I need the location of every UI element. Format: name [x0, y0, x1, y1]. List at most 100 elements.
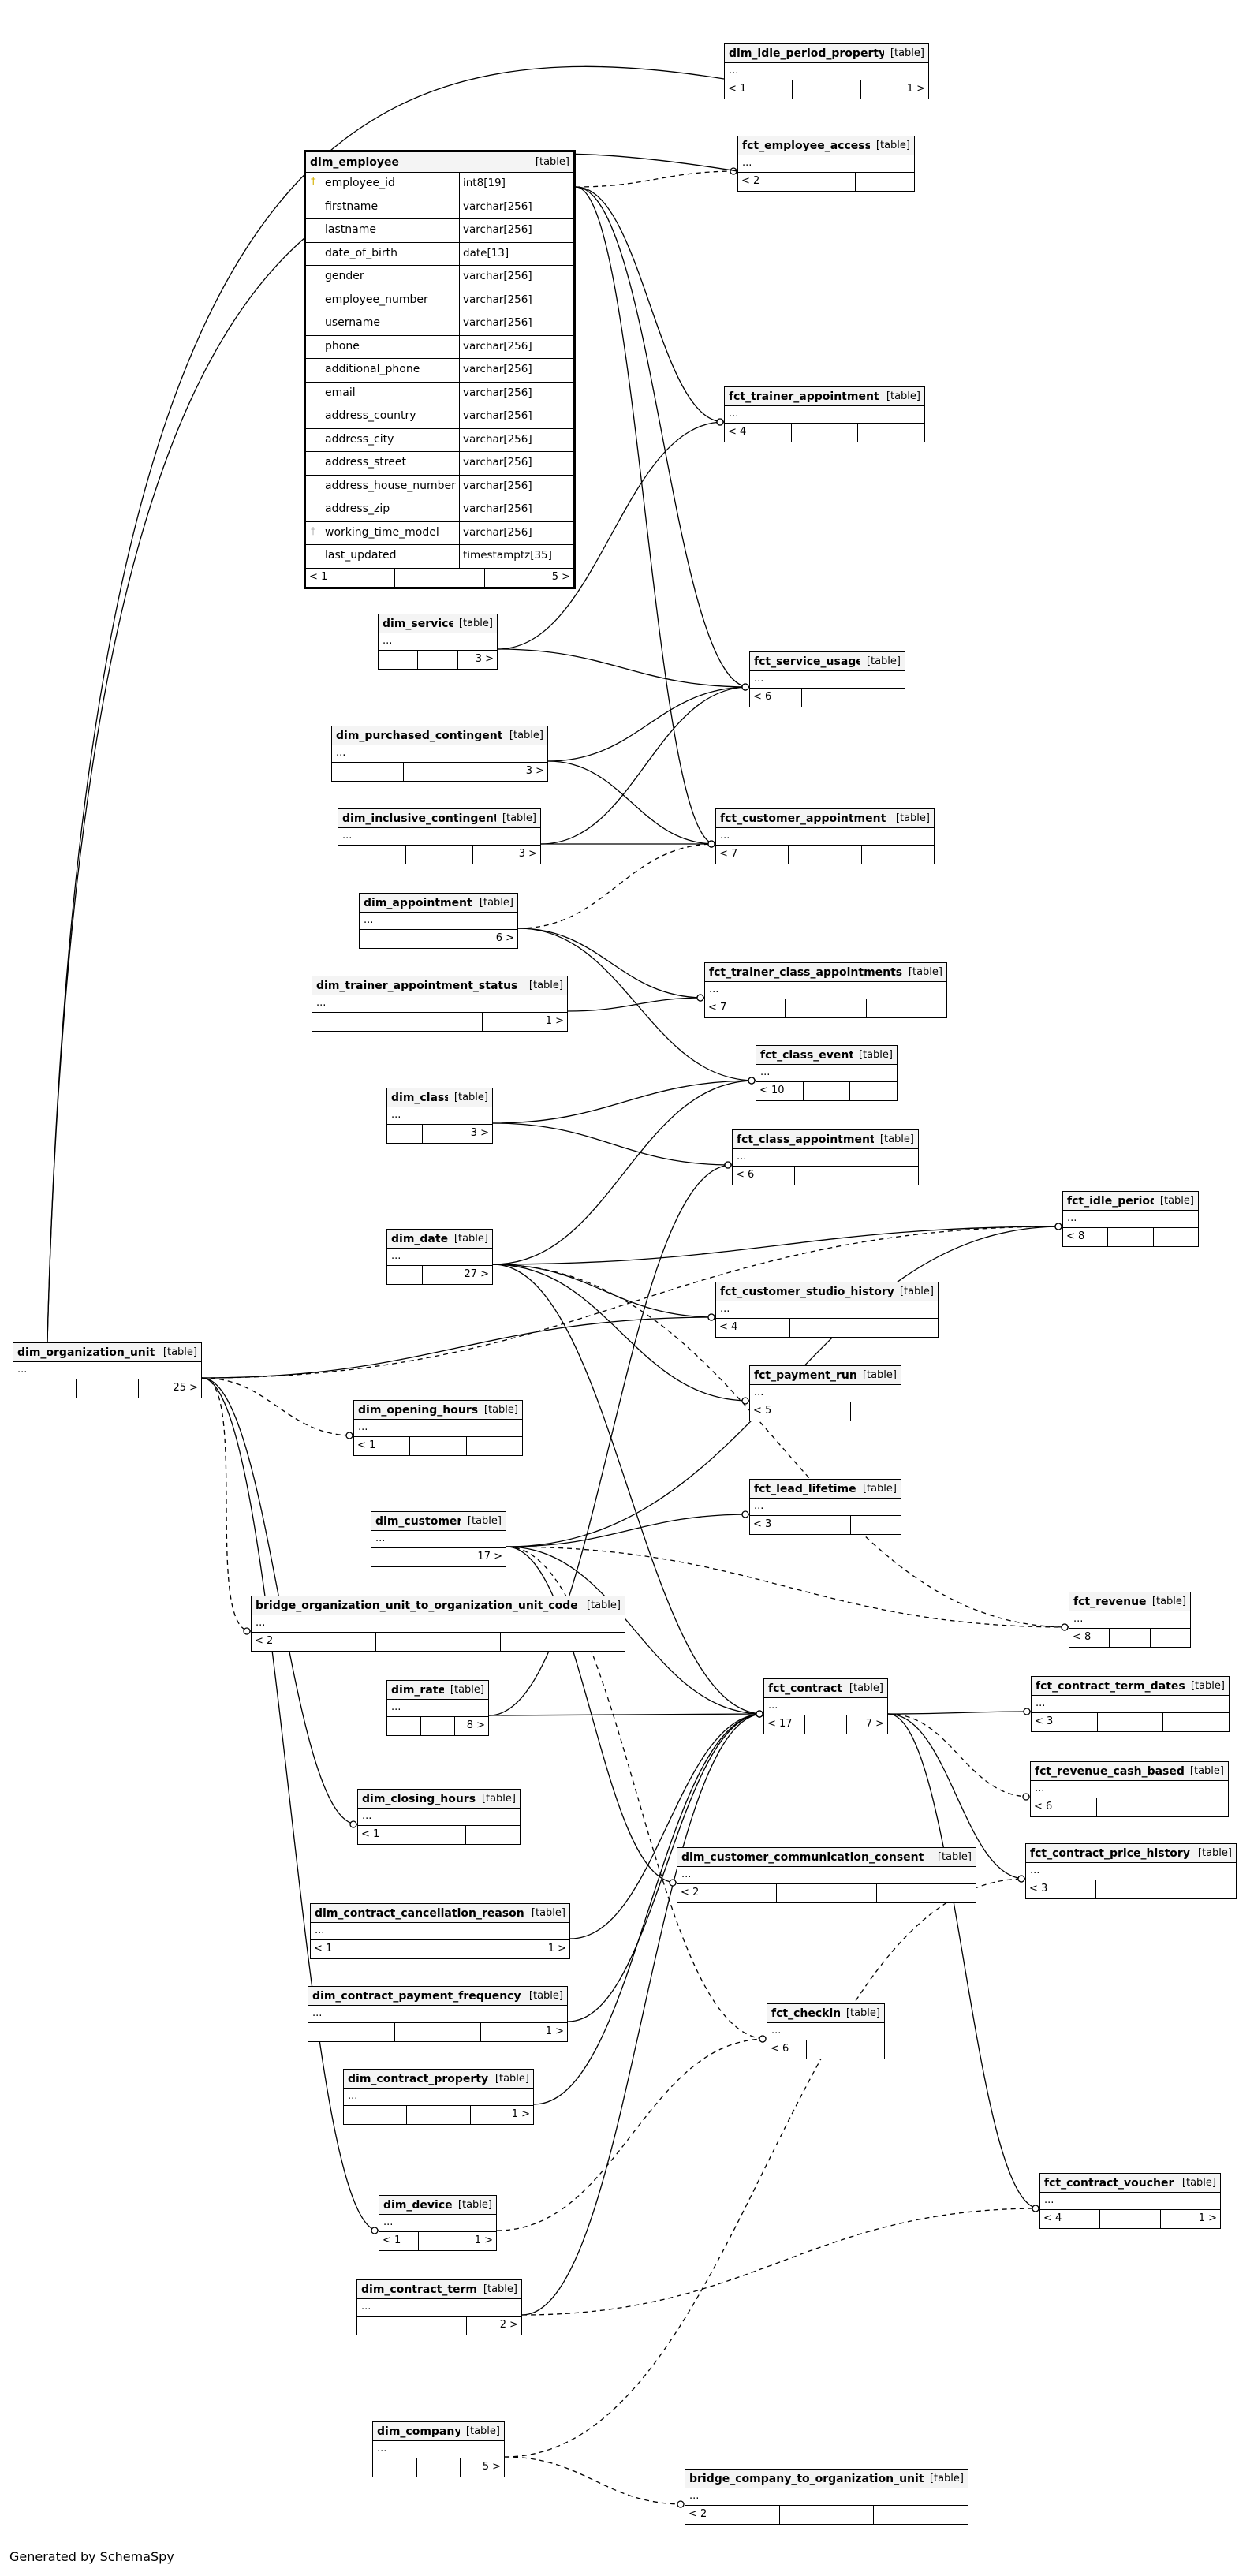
child-count[interactable]	[845, 2040, 884, 2059]
parent-count[interactable]: < 8	[1063, 1228, 1109, 1246]
parent-count[interactable]: < 10	[756, 1082, 804, 1100]
parent-count[interactable]: < 1	[379, 2232, 419, 2250]
parent-count[interactable]	[332, 763, 405, 781]
table-fct-class-event[interactable]: fct_class_event[table]...< 10	[756, 1045, 898, 1101]
parent-count[interactable]: < 3	[1032, 1713, 1098, 1731]
table-fct-idle-period[interactable]: fct_idle_period[table]...< 8	[1062, 1191, 1199, 1247]
child-count[interactable]: 27 >	[464, 1268, 490, 1280]
parent-count[interactable]: < 2	[677, 1884, 778, 1902]
table-dim-organization-unit[interactable]: dim_organization_unit[table]...25 >	[13, 1342, 202, 1398]
table-fct-class-appointment[interactable]: fct_class_appointment[table]...< 6	[732, 1129, 919, 1185]
child-count[interactable]: 1 >	[1198, 2212, 1217, 2224]
child-count[interactable]: 7 >	[865, 1718, 884, 1730]
parent-count[interactable]	[379, 651, 419, 669]
parent-count[interactable]	[308, 2023, 395, 2041]
child-count[interactable]	[877, 1884, 976, 1902]
parent-count[interactable]	[338, 846, 406, 864]
child-count[interactable]: 1 >	[545, 1015, 564, 1027]
child-count[interactable]: 2 >	[499, 2319, 519, 2331]
child-count[interactable]: 5 >	[482, 2461, 502, 2473]
parent-count[interactable]: < 1	[311, 1940, 397, 1958]
table-fct-revenue-cash-based[interactable]: fct_revenue_cash_based[table]...< 6	[1030, 1761, 1229, 1817]
child-count[interactable]: 1 >	[547, 1943, 567, 1954]
parent-count[interactable]	[357, 2317, 412, 2335]
parent-count[interactable]: < 2	[685, 2506, 780, 2524]
child-count[interactable]: 25 >	[173, 1382, 199, 1394]
child-count[interactable]: 17 >	[477, 1551, 502, 1562]
table-fct-customer-studio-history[interactable]: fct_customer_studio_history[table]...< 4	[715, 1282, 939, 1338]
table-bridge-org-unit-code[interactable]: bridge_organization_unit_to_organization…	[251, 1596, 625, 1652]
table-fct-payment-run[interactable]: fct_payment_run[table]...< 5	[749, 1365, 901, 1421]
child-count[interactable]	[851, 1402, 901, 1421]
table-dim-trainer-appointment-status[interactable]: dim_trainer_appointment_status[table]...…	[312, 976, 568, 1032]
child-count[interactable]	[850, 1082, 897, 1100]
child-count[interactable]: 3 >	[470, 1127, 490, 1139]
child-count[interactable]	[853, 689, 905, 707]
child-count[interactable]: 1 >	[474, 2234, 494, 2246]
child-count[interactable]	[467, 1437, 522, 1455]
table-fct-trainer-appointment[interactable]: fct_trainer_appointment[table]...< 4	[724, 386, 925, 442]
parent-count[interactable]: < 6	[750, 689, 802, 707]
child-count[interactable]	[1166, 1880, 1236, 1898]
parent-count[interactable]: < 6	[733, 1167, 795, 1185]
table-dim-customer[interactable]: dim_customer[table]...17 >	[371, 1511, 506, 1567]
parent-count[interactable]: < 17	[764, 1715, 806, 1734]
parent-count[interactable]	[387, 1125, 423, 1143]
child-count[interactable]	[1162, 1798, 1228, 1816]
child-count[interactable]	[501, 1633, 625, 1651]
table-dim-contract-payment-frequency[interactable]: dim_contract_payment_frequency[table]...…	[308, 1986, 568, 2042]
parent-count[interactable]	[371, 1548, 416, 1566]
parent-count[interactable]: < 6	[1031, 1798, 1097, 1816]
parent-count[interactable]: < 1	[306, 568, 396, 587]
child-count[interactable]: 3 >	[475, 653, 494, 665]
table-dim-closing-hours[interactable]: dim_closing_hours[table]...< 1	[357, 1789, 521, 1845]
child-count[interactable]: 1 >	[545, 2025, 565, 2037]
table-fct-contract-term-dates[interactable]: fct_contract_term_dates[table]...< 3	[1031, 1676, 1230, 1732]
table-dim-date[interactable]: dim_date[table]...27 >	[386, 1229, 493, 1285]
table-fct-contract-price-history[interactable]: fct_contract_price_history[table]...< 3	[1025, 1843, 1237, 1899]
parent-count[interactable]	[373, 2458, 417, 2477]
table-dim-purchased-contingent[interactable]: dim_purchased_contingent[table]...3 >	[331, 726, 548, 782]
parent-count[interactable]: < 1	[725, 80, 793, 99]
parent-count[interactable]: < 2	[252, 1633, 376, 1651]
parent-count[interactable]: < 1	[354, 1437, 411, 1455]
table-dim-service[interactable]: dim_service[table]...3 >	[378, 614, 498, 670]
parent-count[interactable]: < 2	[738, 173, 797, 191]
parent-count[interactable]: < 4	[1040, 2210, 1101, 2228]
parent-count[interactable]: < 1	[358, 1826, 412, 1844]
child-count[interactable]	[867, 999, 946, 1017]
table-dim-rate[interactable]: dim_rate[table]...8 >	[386, 1680, 489, 1736]
table-dim-class[interactable]: dim_class[table]...3 >	[386, 1088, 493, 1144]
parent-count[interactable]	[312, 1013, 397, 1031]
table-dim-customer-communication-consent[interactable]: dim_customer_communication_consent[table…	[677, 1847, 976, 1903]
table-dim-contract-property[interactable]: dim_contract_property[table]...1 >	[343, 2069, 534, 2125]
child-count[interactable]	[856, 1167, 918, 1185]
table-fct-revenue[interactable]: fct_revenue[table]...< 8	[1069, 1592, 1191, 1648]
child-count[interactable]: 1 >	[906, 83, 925, 95]
parent-count[interactable]	[387, 1717, 421, 1735]
child-count[interactable]: 1 >	[511, 2108, 530, 2120]
parent-count[interactable]: < 3	[750, 1516, 800, 1534]
child-count[interactable]	[1154, 1228, 1198, 1246]
table-bridge-company-to-organization-unit[interactable]: bridge_company_to_organization_unit[tabl…	[685, 2469, 968, 2525]
parent-count[interactable]: < 4	[716, 1319, 790, 1337]
parent-count[interactable]: < 3	[1026, 1880, 1096, 1898]
child-count[interactable]	[874, 2506, 968, 2524]
child-count[interactable]	[862, 846, 934, 864]
table-fct-lead-lifetime[interactable]: fct_lead_lifetime[table]...< 3	[749, 1479, 901, 1535]
